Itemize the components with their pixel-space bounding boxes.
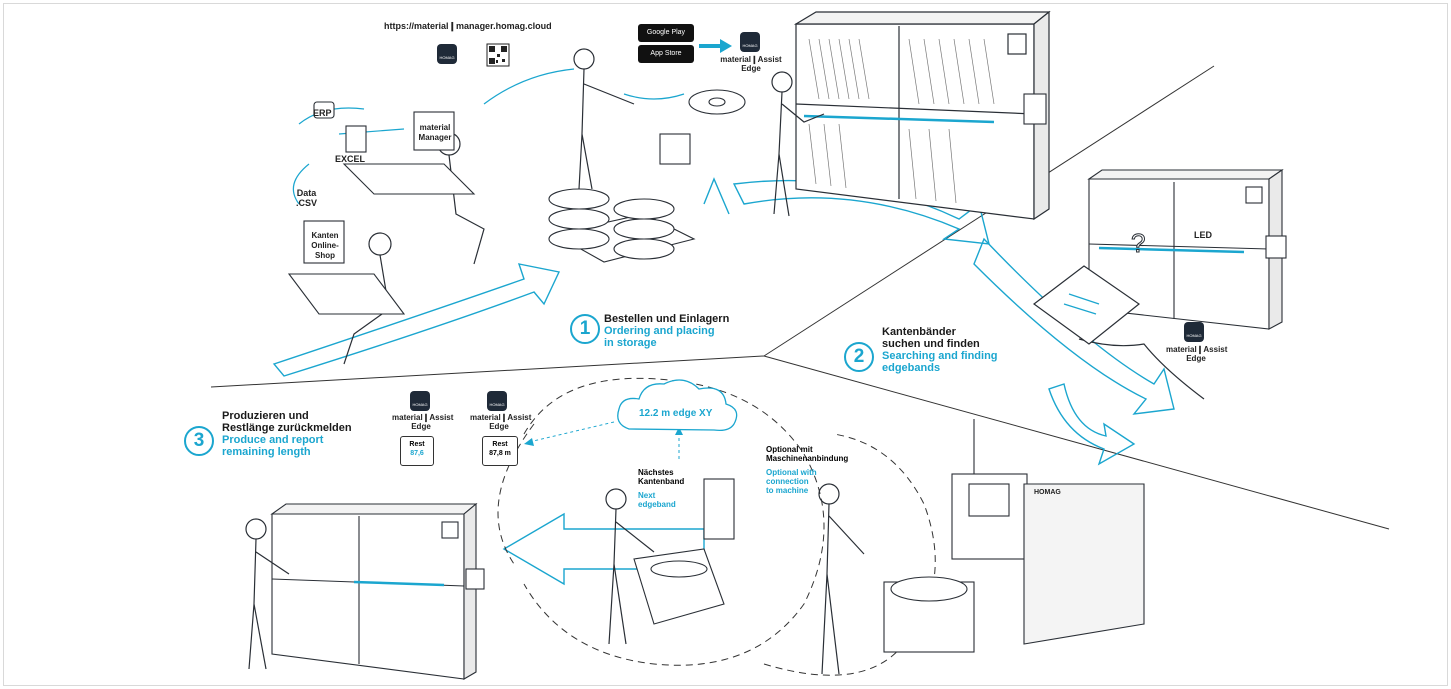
- cloud-url[interactable]: https://material❙manager.homag.cloud: [384, 21, 552, 31]
- next-edgeband-label: Next edgeband: [638, 491, 676, 509]
- cloud-shape: [617, 379, 738, 432]
- cabinet-large: [793, 10, 1051, 221]
- question-icon: ?: [1131, 228, 1145, 258]
- step-2-en: Searching and finding edgebands: [882, 350, 998, 374]
- workstations: [287, 101, 476, 315]
- rest-label: Rest: [409, 441, 425, 448]
- flow-arrow: [272, 263, 561, 377]
- material-assist-app-icon-4[interactable]: HOMAG: [487, 391, 507, 411]
- illustration: ?: [210, 10, 1390, 680]
- google-play-badge[interactable]: Google Play: [638, 24, 694, 42]
- divider-line: [763, 355, 1390, 530]
- rest-value-2: 87,8 m: [489, 450, 511, 457]
- homag-app-icon[interactable]: HOMAG: [437, 44, 457, 64]
- step-1-de: Bestellen und Einlagern: [604, 313, 730, 325]
- cabinet-bottom: [270, 502, 478, 680]
- app-name-label-3: material❙Assist Edge: [392, 413, 454, 431]
- step-1-en: Ordering and placing in storage: [604, 325, 715, 349]
- edgebanding-machine: [883, 419, 1145, 653]
- step-3-text: Produzieren und Restlänge zurückmelden P…: [222, 410, 352, 458]
- step-1-text: Bestellen und Einlagern Ordering and pla…: [604, 313, 729, 349]
- cloud-label: 12.2 m edge XY: [639, 408, 713, 419]
- rest-label-2: Rest: [492, 441, 508, 448]
- material-assist-app-icon[interactable]: HOMAG: [740, 32, 760, 52]
- app-name-label-4: material❙Assist Edge: [470, 413, 532, 431]
- rest-value: 87,6: [410, 450, 424, 457]
- excel-label: EXCEL: [335, 154, 366, 164]
- app-store-badge[interactable]: App Store: [638, 45, 694, 63]
- material-assist-app-icon-2[interactable]: HOMAG: [1184, 322, 1204, 342]
- app-name-label-2: material❙Assist Edge: [1166, 345, 1228, 363]
- optional-de-label: Optional mit Maschinenanbindung: [766, 445, 849, 463]
- step-3-en: Produce and report remaining length: [222, 434, 324, 458]
- step-2-text: Kantenbänder suchen und finden Searching…: [882, 326, 998, 374]
- nearby-machine: [633, 478, 735, 625]
- data-csv-label: Data .CSV: [296, 188, 318, 208]
- app-name-label: material❙Assist Edge: [720, 55, 782, 73]
- led-label: LED: [1194, 230, 1212, 240]
- qr-code-icon: [486, 43, 510, 67]
- material-manager-label: material Manager: [418, 123, 452, 142]
- homag-machine-label: HOMAG: [1034, 489, 1061, 496]
- step-2-number: 2: [844, 342, 874, 372]
- divider-line: [210, 355, 765, 388]
- pallet-edgebands: [548, 89, 746, 263]
- flow-arrow: [1048, 383, 1136, 466]
- rest-result-display: Rest 87,8 m: [482, 436, 518, 466]
- step-3-de: Produzieren und Restlänge zurückmelden: [222, 410, 352, 434]
- printer: [465, 93, 1287, 590]
- erp-label: ERP: [313, 108, 332, 118]
- rest-input-display[interactable]: Rest 87,6: [400, 436, 434, 466]
- step-3-number: 3: [184, 426, 214, 456]
- cabinet-medium: [1087, 168, 1284, 330]
- material-assist-app-icon-3[interactable]: HOMAG: [410, 391, 430, 411]
- optional-en-label: Optional with connection to machine: [766, 468, 817, 495]
- naechstes-label: Nächstes Kantenband: [638, 468, 685, 486]
- tablet: [1032, 265, 1141, 345]
- step-2-de: Kantenbänder suchen und finden: [882, 326, 980, 350]
- step-1-number: 1: [570, 314, 600, 344]
- process-diagram: ? https://material❙manager.homag.cloud H…: [3, 3, 1448, 686]
- kanten-shop-label: Kanten Online-Shop: [311, 231, 339, 260]
